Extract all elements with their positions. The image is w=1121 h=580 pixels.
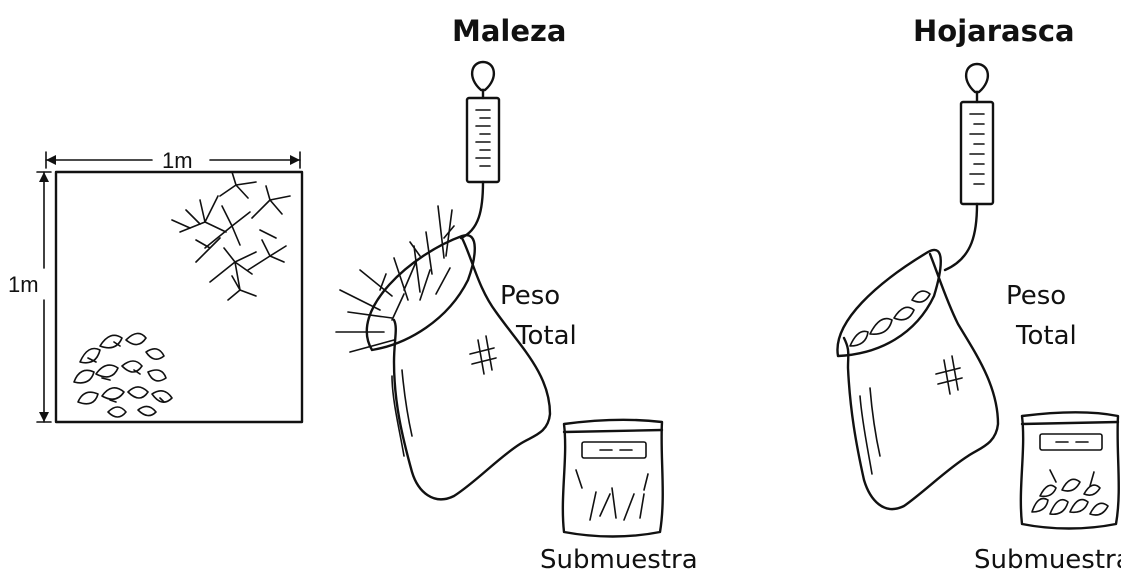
plot-square <box>56 172 302 422</box>
weed-cluster-icon <box>172 172 290 300</box>
maleza-total-weight-line2: Total <box>516 316 577 356</box>
sample-plot <box>37 152 302 422</box>
hojarasca-hanging-scale-icon <box>945 64 993 270</box>
maleza-hanging-scale-icon <box>461 62 499 238</box>
hojarasca-total-weight-line1: Peso <box>1006 276 1067 316</box>
hojarasca-sack-icon <box>837 250 998 509</box>
hojarasca-total-weight-label: Peso Total <box>1006 276 1067 357</box>
height-dimension-arrow <box>37 172 51 422</box>
maleza-title: Maleza <box>452 14 567 48</box>
maleza-subsample-bag-icon <box>563 420 663 537</box>
maleza-total-weight-line1: Peso <box>500 276 561 316</box>
hojarasca-subsample-label: Submuestra <box>974 540 1121 580</box>
plot-height-label: 1m <box>8 272 39 298</box>
hojarasca-total-weight-line2: Total <box>1016 316 1077 356</box>
maleza-subsample-label: Submuestra <box>540 540 698 580</box>
hojarasca-title: Hojarasca <box>913 14 1075 48</box>
maleza-total-weight-label: Peso Total <box>500 276 561 357</box>
plot-width-label: 1m <box>162 148 193 174</box>
leaf-litter-cluster-icon <box>74 333 172 417</box>
hojarasca-subsample-bag-icon <box>1021 412 1119 528</box>
